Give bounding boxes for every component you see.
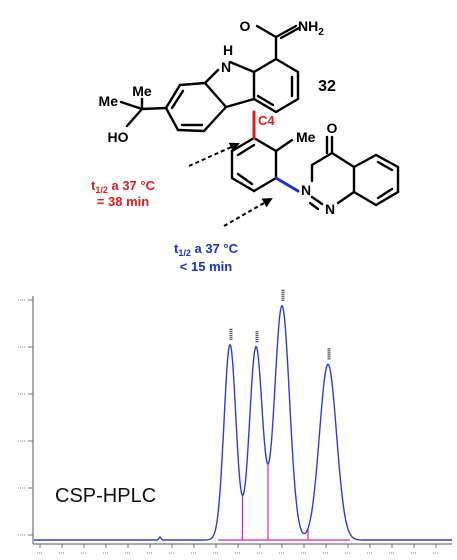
blue-halflife-line2: < 15 min: [180, 259, 232, 274]
carbonyl-oxygen-label: O: [240, 18, 251, 34]
quinazolinone-oxygen-label: O: [327, 120, 338, 136]
bond: [376, 160, 394, 172]
bond: [170, 89, 185, 110]
bond: [376, 187, 394, 200]
bond: [308, 201, 320, 211]
c4-label: C4: [258, 113, 275, 128]
bond: [252, 57, 278, 74]
bond: [310, 195, 324, 206]
bond: [236, 143, 256, 157]
bond: [176, 128, 206, 133]
blue-axis-arrow: [223, 198, 273, 227]
bond: [274, 97, 300, 114]
methyl-left-label: Me: [99, 93, 119, 109]
n-aryl-axis-bond-blue: [274, 176, 300, 193]
bond: [352, 190, 378, 207]
bond: [252, 176, 278, 193]
bond: [202, 105, 228, 133]
blue-t-prefix: t: [174, 241, 179, 256]
amide-nh-text: NH: [298, 18, 318, 34]
red-t-suffix: a 37 °C: [108, 178, 156, 193]
blue-t-subscript: 1/2: [178, 248, 191, 258]
bond: [352, 153, 378, 169]
bond: [236, 172, 254, 186]
bond: [203, 81, 228, 109]
bond: [336, 190, 356, 205]
compound-number: 32: [318, 78, 336, 95]
hydroxyl-label: HO: [108, 129, 129, 145]
chromatogram-label: CSP-HPLC: [55, 485, 156, 507]
peak-labels: [229, 289, 331, 361]
amide-nh-subscript: 2: [318, 27, 324, 38]
bond: [374, 190, 400, 207]
bond: [252, 136, 278, 153]
molecule-structure: [119, 24, 400, 211]
bond: [374, 153, 400, 169]
red-halflife-line1: t1/2 a 37 °C: [91, 178, 156, 195]
chromatogram: CSP-HPLC: [18, 289, 452, 554]
bond: [274, 24, 298, 39]
bond: [164, 106, 180, 132]
red-t-subscript: 1/2: [95, 185, 108, 195]
carbazole-n-label: N: [221, 59, 231, 75]
blue-t-suffix: a 37 °C: [191, 241, 239, 256]
bond: [228, 60, 256, 74]
bond: [330, 151, 356, 169]
bond: [203, 68, 220, 85]
bond: [252, 97, 278, 114]
carbazole-h-label: H: [223, 42, 233, 58]
integration-baselines: [218, 463, 350, 541]
bond: [140, 106, 168, 111]
bond: [164, 83, 182, 110]
red-axis-arrow: [188, 142, 240, 167]
x-ticks: [37, 544, 439, 554]
bond: [256, 94, 275, 107]
aryl-methyl-label: Me: [296, 129, 316, 145]
bond: [230, 176, 256, 193]
bond: [125, 107, 144, 128]
quinazolinone-n3-label: N: [301, 182, 311, 198]
bond: [279, 26, 301, 40]
bond: [274, 138, 294, 153]
bond: [255, 24, 278, 39]
red-t-prefix: t: [91, 178, 96, 193]
red-halflife-line2: = 38 min: [97, 194, 149, 209]
y-ticks: [18, 299, 33, 536]
chromatogram-trace: [34, 304, 452, 541]
amide-nh-label: NH2: [298, 18, 324, 38]
bond: [178, 81, 207, 87]
blue-halflife-line1: t1/2 a 37 °C: [174, 241, 239, 258]
quinazolinone-n1-label: N: [325, 201, 335, 217]
methyl-top-label: Me: [132, 83, 152, 99]
bond: [224, 97, 256, 109]
bond: [119, 100, 144, 111]
bond: [310, 151, 334, 167]
bond: [274, 57, 300, 74]
